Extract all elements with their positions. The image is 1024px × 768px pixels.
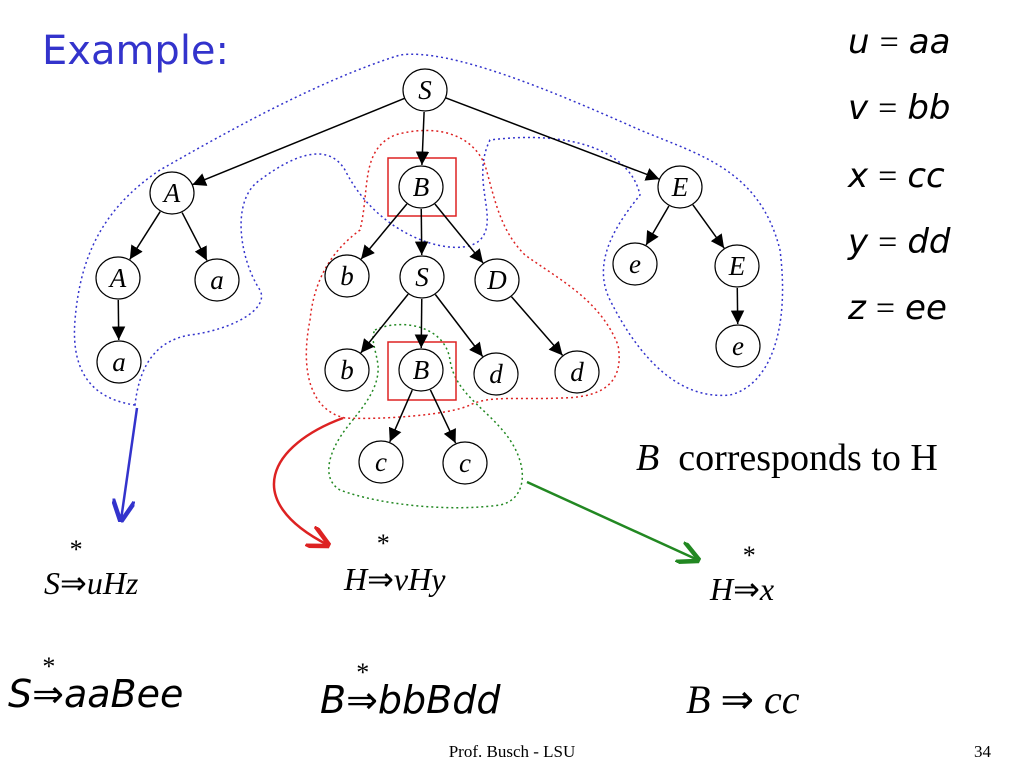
tree-node-label: A (162, 178, 181, 208)
tree-node-label: E (728, 251, 746, 281)
tree-edge-B2-c1 (388, 389, 413, 443)
tree-edge-S2-d1 (434, 294, 484, 357)
derives-arrow: *⇒ (367, 529, 394, 597)
tree-node-E2: E (714, 244, 760, 288)
tree-edge-E1-e1 (645, 205, 670, 246)
inner-region-green (328, 323, 524, 509)
tree-node-a1: a (194, 258, 240, 302)
tree-node-b1: b (324, 254, 370, 298)
tree-node-label: S (415, 262, 429, 292)
footer-author: Prof. Busch - LSU (448, 742, 576, 761)
derives-arrow: ⇒ (720, 677, 754, 722)
result-3: B ⇒ cc (686, 677, 800, 722)
tree-node-label: b (340, 261, 354, 291)
tree-node-label: S (418, 75, 432, 105)
page-title: Example: (42, 28, 230, 74)
tree-edge-B1-S2 (414, 208, 429, 256)
tree-node-label: c (459, 448, 471, 478)
correspondence-text: corresponds to H (678, 437, 938, 479)
tree-node-label: e (629, 249, 641, 279)
tree-node-label: d (570, 357, 584, 387)
correspondence-statement: B corresponds to H (636, 436, 938, 480)
correspondence-var: B (636, 437, 660, 479)
tree-edge-B1-b1 (360, 203, 408, 260)
tree-edge-D1-d2 (510, 296, 564, 356)
tree-node-d1: d (473, 352, 519, 396)
derives-arrow: *⇒ (60, 535, 87, 601)
mapping-arrow-green (526, 480, 698, 560)
mapping-arrow-red (272, 416, 344, 545)
page-number: 34 (974, 742, 991, 761)
derives-arrow: *⇒ (346, 658, 378, 722)
tree-node-label: b (340, 355, 354, 385)
tree-node-label: d (489, 359, 503, 389)
tree-node-B1: B (398, 165, 444, 209)
result-2: B*⇒bbBdd (320, 658, 501, 722)
tree-node-S1: S (402, 68, 448, 112)
tree-edge-B2-c2 (429, 389, 457, 444)
tree-node-a2: a (96, 340, 142, 384)
tree-node-label: a (112, 347, 126, 377)
derivation-3: H*⇒x (710, 541, 775, 607)
tree-node-B2: B (398, 348, 444, 392)
tree-node-d2: d (554, 350, 600, 394)
tree-edge-S1-B1 (415, 111, 430, 166)
tree-node-label: a (210, 265, 224, 295)
tree-node-label: B (413, 172, 430, 202)
tree-node-A1: A (149, 171, 195, 215)
tree-node-c1: c (358, 440, 404, 484)
mapping-arrow-blue (121, 407, 139, 520)
tree-node-S2: S (399, 255, 445, 299)
derives-arrow: *⇒ (733, 541, 760, 607)
tree-edge-S1-E1 (445, 97, 660, 181)
derivation-1: S*⇒uHz (44, 535, 139, 601)
tree-node-label: e (732, 331, 744, 361)
tree-node-c2: c (442, 441, 488, 485)
definition-y: y=dd (848, 222, 951, 262)
tree-node-e2: e (715, 324, 761, 368)
tree-node-label: D (486, 265, 507, 295)
tree-edge-S2-b2 (360, 293, 409, 354)
tree-node-e1: e (612, 242, 658, 286)
tree-node-label: c (375, 447, 387, 477)
tree-node-A2: A (95, 256, 141, 300)
derivation-2: H*⇒vHy (344, 529, 446, 597)
result-1: S*⇒aaBee (8, 652, 184, 716)
tree-node-label: E (671, 172, 689, 202)
middle-region-red (305, 129, 620, 420)
definition-x: x=cc (848, 156, 945, 196)
tree-edge-A1-a1 (181, 212, 208, 261)
definition-u: u=aa (848, 22, 951, 62)
tree-edge-B1-D1 (434, 203, 484, 264)
tree-node-b2: b (324, 348, 370, 392)
tree-node-E1: E (657, 165, 703, 209)
outer-region-blue (73, 53, 784, 406)
tree-node-label: A (108, 263, 127, 293)
definition-v: v=bb (848, 88, 951, 128)
derives-arrow: *⇒ (32, 652, 64, 716)
tree-edge-E1-E2 (692, 204, 725, 249)
tree-edge-A1-A2 (129, 211, 161, 260)
tree-edge-S1-A1 (192, 97, 405, 186)
tree-node-label: B (413, 355, 430, 385)
tree-node-D1: D (474, 258, 520, 302)
tree-edge-S2-B2 (414, 298, 429, 349)
definition-z: z=ee (848, 288, 947, 328)
